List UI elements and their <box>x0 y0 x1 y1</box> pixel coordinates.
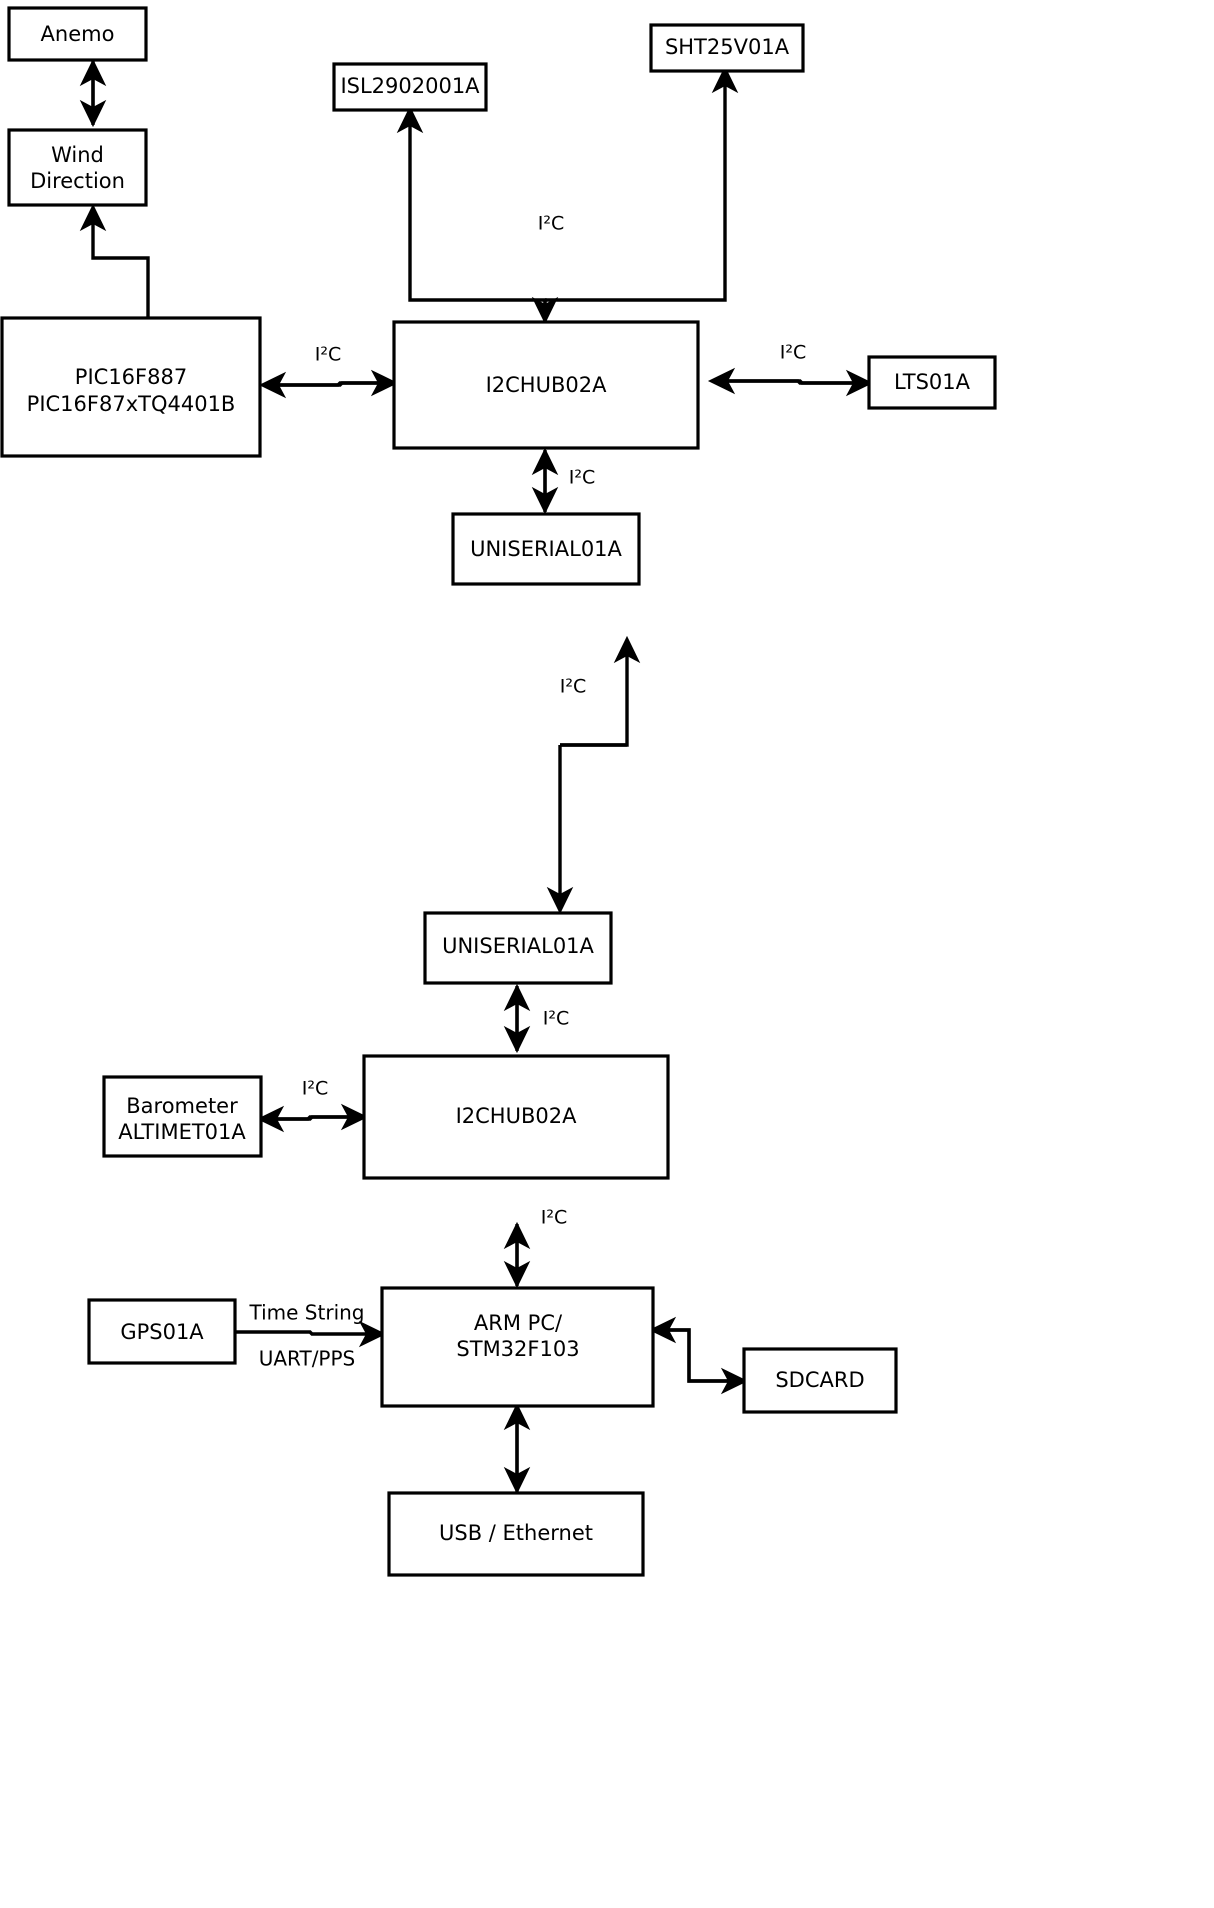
node-arm-pc-label-line2: STM32F103 <box>456 1337 579 1361</box>
edge-line-sdcard-to-arm <box>648 1316 742 1383</box>
edge-label-uni-hub-bottom: I²C <box>543 1008 570 1030</box>
node-i2chub02a-bottom-label: I2CHUB02A <box>456 1104 578 1128</box>
node-pic16f887[interactable]: PIC16F887 PIC16F87xTQ4401B <box>0 316 262 458</box>
node-sdcard-box[interactable] <box>742 1347 898 1414</box>
node-lts01a-label: LTS01A <box>894 370 971 394</box>
node-sdcard-label: SDCARD <box>775 1368 864 1392</box>
node-sht25v01a[interactable]: SHT25V01A <box>649 23 805 73</box>
edge-line-pic-wind <box>79 203 150 320</box>
edge-arm-sdcard <box>648 1316 749 1395</box>
node-i2chub02a-top[interactable]: I2CHUB02A <box>392 320 700 450</box>
node-uniserial01a-top[interactable]: UNISERIAL01A <box>451 512 641 586</box>
node-sht25v01a-box[interactable] <box>649 23 805 73</box>
node-gps01a-label: GPS01A <box>120 1320 204 1344</box>
node-pic16f887-label-line2: PIC16F87xTQ4401B <box>27 392 236 416</box>
edge-hub-uniserial-top: I²C <box>531 447 596 515</box>
node-uniserial01a-bottom-label: UNISERIAL01A <box>442 934 594 958</box>
edge-label-baro-hub: I²C <box>302 1078 329 1100</box>
edge-gps-arm: Time String UART/PPS <box>235 1301 387 1371</box>
edge-line-pic-hub-right <box>265 369 399 397</box>
node-barometer-label-line2: ALTIMET01A <box>118 1120 246 1144</box>
edge-uniserial-uniserial: I²C <box>546 635 641 915</box>
edge-label-top-bus: I²C <box>538 213 565 235</box>
edge-hub-arm: I²C <box>503 1207 568 1289</box>
node-lts01a-box[interactable] <box>867 355 997 410</box>
node-usb-ethernet-box[interactable] <box>387 1491 645 1577</box>
edge-top-i2c-bus: I²C <box>396 65 739 325</box>
node-barometer-altimet01a[interactable]: Barometer ALTIMET01A <box>102 1075 263 1158</box>
node-pic16f887-label-line1: PIC16F887 <box>75 365 187 389</box>
node-sdcard[interactable]: SDCARD <box>742 1347 898 1414</box>
node-anemo[interactable]: Anemo <box>7 6 148 62</box>
edge-hub-lts: I²C <box>707 342 874 397</box>
edge-label-hub-arm: I²C <box>541 1207 568 1229</box>
node-usb-ethernet-label: USB / Ethernet <box>439 1521 593 1545</box>
edge-label-uni-uni: I²C <box>560 676 587 698</box>
node-anemo-label: Anemo <box>41 22 115 46</box>
node-barometer-box[interactable] <box>102 1075 263 1158</box>
node-usb-ethernet[interactable]: USB / Ethernet <box>387 1491 645 1577</box>
node-i2chub02a-top-label: I2CHUB02A <box>486 373 608 397</box>
edge-uniserial-hub-bottom: I²C <box>503 983 570 1054</box>
node-isl2902001a[interactable]: ISL2902001A <box>332 62 488 112</box>
node-gps01a-box[interactable] <box>87 1298 237 1365</box>
node-lts01a[interactable]: LTS01A <box>867 355 997 410</box>
edge-label-hub-uni-top: I²C <box>569 467 596 489</box>
node-i2chub02a-top-box[interactable] <box>392 320 700 450</box>
node-uniserial01a-bottom[interactable]: UNISERIAL01A <box>423 911 613 985</box>
node-wind-direction-label-line1: Wind <box>51 143 104 167</box>
node-pic16f887-box[interactable] <box>0 316 262 458</box>
node-uniserial01a-bottom-box[interactable] <box>423 911 613 985</box>
node-uniserial01a-top-box[interactable] <box>451 512 641 586</box>
node-wind-direction[interactable]: Wind Direction <box>7 128 148 207</box>
edge-pic-hub: I²C <box>258 344 399 399</box>
edge-line-baro-hub-right <box>263 1103 369 1131</box>
edge-pic-wind <box>79 203 150 320</box>
node-arm-pc-label-line1: ARM PC/ <box>474 1311 563 1335</box>
edge-label-gps-bottom: UART/PPS <box>259 1347 356 1371</box>
edge-label-pic-hub: I²C <box>315 344 342 366</box>
node-i2chub02a-bottom[interactable]: I2CHUB02A <box>362 1054 670 1180</box>
edge-line-hub-sht <box>545 65 739 302</box>
edge-line-hub-isl <box>396 105 547 322</box>
node-barometer-label-line1: Barometer <box>126 1094 238 1118</box>
node-sht25v01a-label: SHT25V01A <box>665 35 790 59</box>
node-arm-pc[interactable]: ARM PC/ STM32F103 <box>380 1286 655 1408</box>
node-arm-pc-box[interactable] <box>380 1286 655 1408</box>
node-anemo-box[interactable] <box>7 6 148 62</box>
node-isl2902001a-box[interactable] <box>332 62 488 112</box>
edge-label-hub-lts: I²C <box>780 342 807 364</box>
node-gps01a[interactable]: GPS01A <box>87 1298 237 1365</box>
node-isl2902001a-label: ISL2902001A <box>340 74 480 98</box>
edge-barometer-hub: I²C <box>256 1078 369 1133</box>
node-uniserial01a-top-label: UNISERIAL01A <box>470 537 622 561</box>
edge-line-gps-arm <box>235 1320 387 1348</box>
node-wind-direction-label-line2: Direction <box>30 169 125 193</box>
edge-line-arm-to-sdcard <box>655 1328 749 1395</box>
edge-line-hub-lts-right <box>714 369 874 397</box>
node-wind-direction-box[interactable] <box>7 128 148 207</box>
node-i2chub02a-bottom-box[interactable] <box>362 1054 670 1180</box>
edge-label-gps-top: Time String <box>249 1301 365 1325</box>
